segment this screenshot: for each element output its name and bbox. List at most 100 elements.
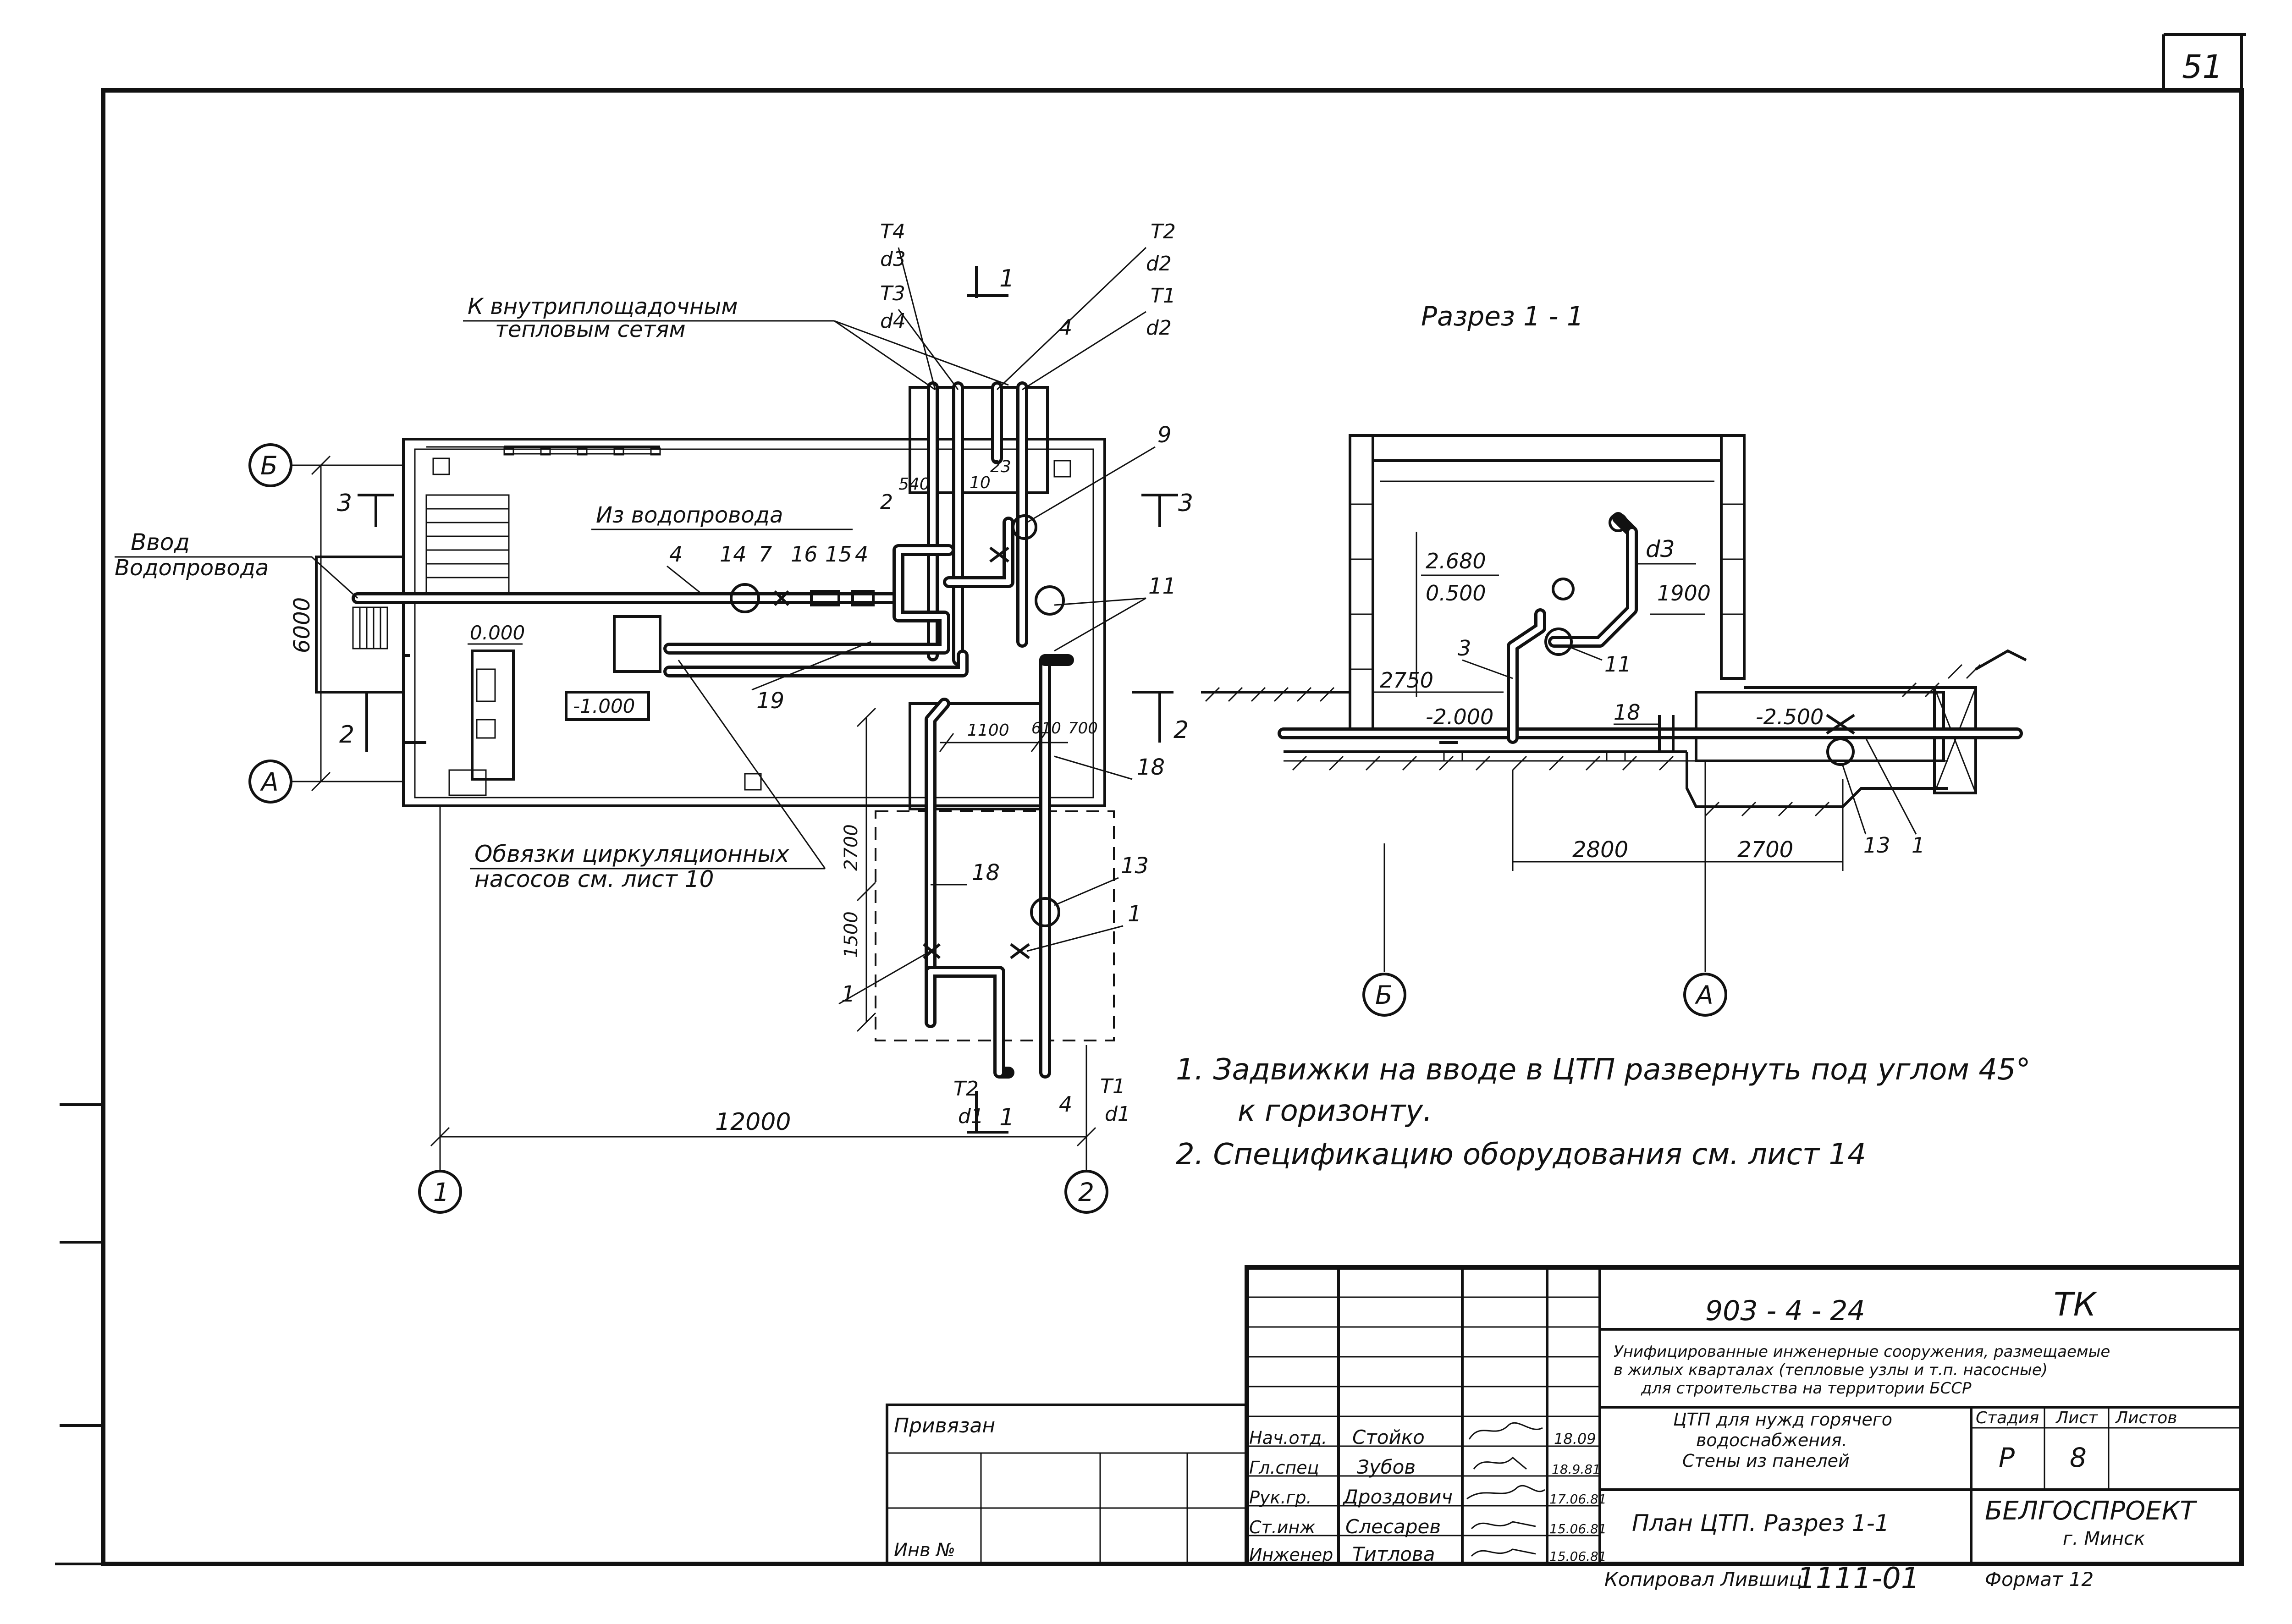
section-level-4: -2.500 (1756, 705, 1824, 729)
tb-header-sheets: Листов (2115, 1409, 2177, 1427)
pipe-shaft-top (909, 386, 1049, 494)
pos-16: 16 (791, 542, 818, 567)
tb-role-3: Рук.гр. (1249, 1487, 1312, 1508)
valve-10 (1012, 514, 1037, 540)
pos-9: 9 (1157, 422, 1172, 448)
pos-15: 15 (825, 542, 852, 567)
stairs (425, 494, 510, 597)
section-mark-3-right: 3 (1178, 490, 1193, 517)
section-left-wall (1349, 434, 1374, 735)
pos-10: 10 (970, 473, 991, 492)
tb-date-4: 15.06.81 (1549, 1521, 1607, 1536)
section-roof-slab (1372, 434, 1723, 462)
copied-by: Копировал Лившиц (1604, 1568, 1802, 1591)
section-view: Разрез 1 - 1 (1201, 301, 2027, 1017)
section-pos-1: 1 (1912, 833, 1925, 858)
section-pipe-size: d3 (1646, 536, 1675, 562)
tb-role-5: Инженер (1249, 1545, 1333, 1565)
pos-13: 13 (1121, 853, 1149, 879)
label-water-inlet-2: Водопровода (115, 555, 269, 581)
level-pit: -1.000 (573, 695, 635, 717)
tb-bound: Привязан (894, 1414, 995, 1437)
axis-1: 1 (433, 1178, 449, 1207)
pos-1-right: 1 (1128, 901, 1142, 927)
label-from-water-supply: Из водопровода (596, 502, 783, 528)
section-axis-b (1362, 973, 1406, 1017)
section-valve-11 (1544, 628, 1573, 656)
pos-18-left: 18 (972, 860, 1000, 886)
tb-name-2: Зубов (1357, 1456, 1416, 1478)
section-mark-2-left: 2 (339, 721, 354, 749)
level-floor: 0.000 (470, 622, 525, 644)
section-level-3: -2.000 (1426, 705, 1493, 729)
section-level-1: 2.680 (1426, 549, 1486, 573)
dim-1100: 1100 (967, 721, 1009, 740)
tb-date-5: 15.06.81 (1549, 1549, 1607, 1564)
axis-markers (248, 443, 1108, 1214)
section-mark-2-right: 2 (1174, 716, 1189, 744)
position-numbers: 4 14 7 16 15 4 2 10 23 9 11 19 18 18 13 … (669, 315, 1176, 1117)
dimension-lines (311, 455, 1096, 1147)
tb-drawing-title: План ЦТП. Разрез 1-1 (1632, 1510, 1890, 1536)
dim-1500: 1500 (841, 911, 862, 958)
section-pos-11: 11 (1604, 652, 1631, 677)
section-axis-a-label: А (1695, 980, 1713, 1010)
valve-11 (1035, 585, 1065, 616)
pos-14: 14 (720, 542, 747, 567)
tb-role-1: Нач.отд. (1249, 1428, 1327, 1448)
tb-name-4: Слесарев (1345, 1515, 1441, 1538)
pos-1-left: 1 (841, 981, 855, 1007)
pos-23: 23 (990, 457, 1011, 476)
dim-depth: 6000 (289, 597, 315, 653)
sheet-number: 51 (2182, 48, 2223, 86)
section-pos-18: 18 (1614, 700, 1641, 725)
tb-date-2: 18.9.81 (1552, 1462, 1601, 1477)
pipe-bottom-t2-name: Т2 (953, 1077, 979, 1101)
section-manometer (1552, 578, 1575, 600)
label-water-inlet-1: Ввод (131, 529, 190, 556)
tb-name-1: Стойко (1352, 1426, 1425, 1448)
label-to-networks-1: К внутриплощадочным (468, 294, 738, 319)
plan-view: Б А 1 2 6000 12000 540 1100 610 700 2700… (115, 220, 1193, 1214)
title-block (886, 1265, 2244, 1566)
pipe-bottom-t2-size: d1 (958, 1105, 984, 1128)
section-dim-2700: 2700 (1737, 837, 1793, 863)
pos-7: 7 (759, 542, 772, 567)
tb-mark: ТК (2054, 1286, 2098, 1323)
tb-staff: Нач.отд. Стойко 18.09 Гл.спец Зубов 18.9… (1249, 1426, 1607, 1565)
valve-14 (730, 583, 760, 613)
tb-organization: БЕЛГОСПРОЕКТ (1985, 1496, 2197, 1526)
note-2: 2. Спецификацию оборудования см. лист 14 (1176, 1138, 1866, 1172)
pos-19: 19 (756, 688, 784, 714)
tb-project-title-1: Унифицированные инженерные сооружения, р… (1614, 1343, 2110, 1361)
ground-hatching (1205, 664, 1981, 817)
tb-sheet-title-3: Стены из панелей (1682, 1451, 1850, 1471)
valve-13 (1030, 897, 1060, 927)
pipe-t1-size: d2 (1146, 316, 1172, 340)
note-1-cont: к горизонту. (1238, 1094, 1432, 1128)
copy-number: 1111-01 (1797, 1562, 1919, 1596)
section-level-2: 0.500 (1426, 581, 1486, 606)
section-mark-top: 1 (999, 265, 1014, 292)
axis-a: А (260, 767, 279, 797)
tb-date-3: 17.06.81 (1549, 1492, 1607, 1507)
axis-b: Б (260, 451, 278, 480)
tb-signatures (1466, 1422, 1545, 1557)
label-pump-binding-2: насосов см. лист 10 (474, 866, 714, 892)
section-mark-3-left: 3 (337, 490, 352, 517)
tb-sheet-title-1: ЦТП для нужд горячего (1673, 1409, 1892, 1430)
pos-11: 11 (1148, 573, 1176, 599)
section-pos-3: 3 (1458, 636, 1471, 661)
pipe-t3-name: Т3 (880, 282, 905, 305)
tb-inv: Инв № (894, 1540, 955, 1561)
tb-project-title-3: для строительства на территории БССР (1641, 1379, 1972, 1398)
pipe-t4-name: Т4 (880, 220, 905, 243)
tb-sheet-title-2: водоснабжения. (1696, 1430, 1847, 1450)
pit-level-box (565, 691, 650, 721)
format-label: Формат 12 (1985, 1568, 2094, 1591)
pos-4b: 4 (855, 542, 868, 567)
tb-sheet-value: 8 (2070, 1442, 2087, 1473)
note-1: 1. Задвижки на вводе в ЦТП развернуть по… (1176, 1053, 2031, 1087)
tb-header-stage: Стадия (1976, 1409, 2039, 1427)
